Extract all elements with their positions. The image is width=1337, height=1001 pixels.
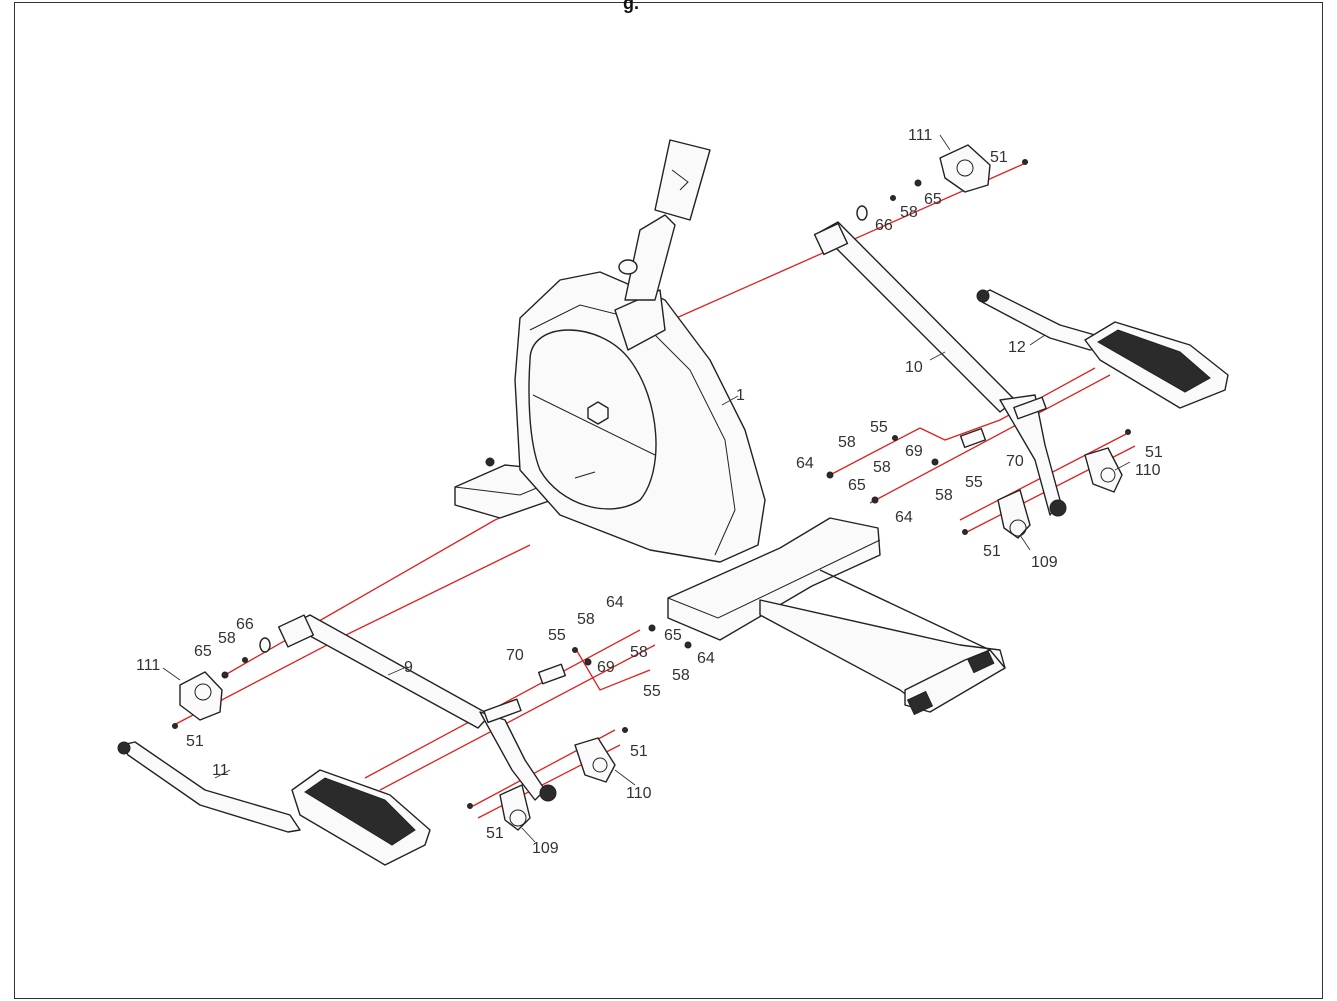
part-label: 51 [486, 825, 504, 842]
part-label: 111 [908, 127, 932, 144]
part-label: 55 [548, 627, 566, 644]
part-label: 58 [672, 667, 690, 684]
part-label: 55 [870, 419, 888, 436]
part-label: 66 [236, 616, 254, 633]
part-label: 65 [664, 627, 682, 644]
part-label: 55 [965, 474, 983, 491]
left-pedal-part [117, 741, 431, 866]
part-label: 65 [194, 643, 212, 660]
part-label: 51 [186, 733, 204, 750]
part-label: 11 [212, 762, 229, 779]
hardware-parts [172, 159, 1131, 809]
part-label: 58 [630, 644, 648, 661]
part-label: 51 [630, 743, 648, 760]
part-label: 10 [905, 359, 923, 376]
part-label: 70 [506, 647, 524, 664]
part-label: 109 [1031, 554, 1058, 571]
part-label: 58 [838, 434, 856, 451]
main-body-part [454, 139, 1006, 716]
part-label: 69 [597, 659, 615, 676]
part-label: 58 [873, 459, 891, 476]
part-label: 66 [875, 217, 893, 234]
part-label: 58 [935, 487, 953, 504]
right-pedal-part [976, 289, 1229, 409]
wheel-housing-parts [179, 144, 1123, 831]
part-label: 64 [796, 455, 814, 472]
part-label: 1 [736, 387, 745, 404]
part-label: 69 [905, 443, 923, 460]
part-label: 111 [136, 657, 160, 674]
part-label: 110 [1135, 462, 1161, 479]
title-fragment: g. [623, 0, 639, 13]
part-label: 58 [218, 630, 236, 647]
part-label: 55 [643, 683, 661, 700]
part-label: 51 [990, 149, 1008, 166]
part-number-labels: 1 9 10 11 12 51 51 51 51 51 51 55 55 55 … [136, 127, 1163, 857]
part-label: 64 [697, 650, 715, 667]
leader-lines [162, 134, 1131, 843]
part-label: 12 [1008, 339, 1026, 356]
right-handle-arm-part [813, 221, 1067, 517]
part-label: 51 [983, 543, 1001, 560]
part-label: 110 [626, 785, 652, 802]
part-label: 109 [532, 840, 559, 857]
part-label: 64 [606, 594, 624, 611]
part-label: 51 [1145, 444, 1163, 461]
part-label: 64 [895, 509, 913, 526]
left-handle-arm-part [277, 614, 567, 802]
part-label: 65 [848, 477, 866, 494]
part-label: 58 [900, 204, 918, 221]
part-label: 65 [924, 191, 942, 208]
part-label: 9 [404, 659, 413, 676]
part-label: 70 [1006, 453, 1024, 470]
part-label: 58 [577, 611, 595, 628]
